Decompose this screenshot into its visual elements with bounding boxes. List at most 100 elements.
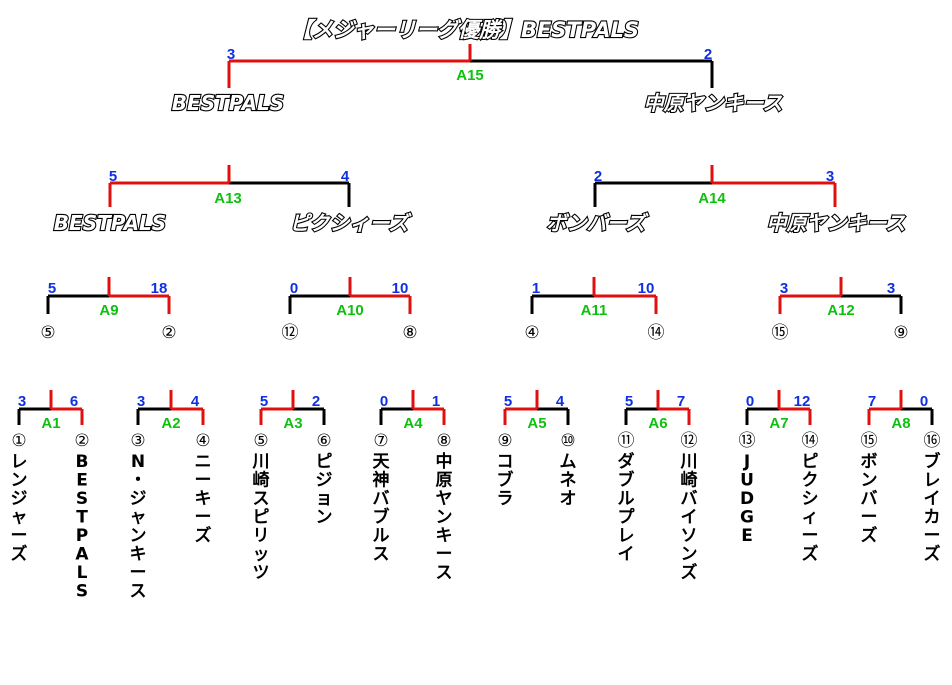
a2-left-team: N・ジャンキース <box>130 452 147 602</box>
match-a14: 2 3 A14 ボンバーズ 中原ヤンキース <box>545 165 907 236</box>
a13-match-label: A13 <box>214 190 242 207</box>
a12-left-score: 3 <box>780 280 788 297</box>
a4-left-seed: ⑦ <box>373 431 388 451</box>
a10-match-label: A10 <box>336 302 364 319</box>
a6-match-label: A6 <box>648 415 667 432</box>
a6-right-score: 7 <box>677 393 685 410</box>
a13-right-score: 4 <box>341 168 350 185</box>
a5-right-score: 4 <box>556 393 565 410</box>
champion-title: 【メジャーリーグ優勝】BESTPALS <box>291 18 639 42</box>
match-a13: 5 4 A13 BESTPALS ピクシィーズ <box>53 165 414 236</box>
a5-right-seed: ⑩ <box>560 431 575 451</box>
a9-left-seed: ⑤ <box>40 323 55 343</box>
a13-left-team: BESTPALS <box>54 211 166 235</box>
a6-right-team: 川崎バイソンズ <box>680 452 698 583</box>
a5-left-team: コブラ <box>497 452 514 509</box>
a7-right-seed: ⑭ <box>802 431 819 451</box>
a4-left-team: 天神バブルス <box>373 452 391 565</box>
a11-right-seed: ⑭ <box>648 323 665 343</box>
a11-left-score: 1 <box>532 280 540 297</box>
a2-match-label: A2 <box>161 415 180 432</box>
final-right-team: 中原ヤンキース <box>644 91 783 115</box>
a13-right-team: ピクシィーズ <box>290 211 413 235</box>
a8-match-label: A8 <box>891 415 910 432</box>
a3-left-seed: ⑤ <box>253 431 268 451</box>
a8-right-score: 0 <box>920 393 928 410</box>
a1-left-seed: ① <box>11 431 26 451</box>
a14-right-team: 中原ヤンキース <box>767 211 906 235</box>
a6-right-seed: ⑫ <box>681 431 698 451</box>
a10-right-score: 10 <box>392 280 409 297</box>
a11-right-score: 10 <box>638 280 655 297</box>
a5-right-team: ムネオ <box>560 452 577 509</box>
a11-left-seed: ④ <box>524 323 539 343</box>
a4-left-score: 0 <box>380 393 388 410</box>
a12-right-seed: ⑨ <box>893 323 908 343</box>
a10-left-score: 0 <box>290 280 298 297</box>
a1-left-team: レンジャーズ <box>11 452 28 565</box>
final-match-label: A15 <box>456 67 484 84</box>
a3-left-team: 川崎スピリッツ <box>252 452 270 583</box>
match-final: 3 2 A15 BESTPALS 中原ヤンキース <box>171 44 784 116</box>
a7-right-team: ピクシィーズ <box>802 452 819 565</box>
a4-match-label: A4 <box>403 415 423 432</box>
a2-right-team: ニーキーズ <box>195 452 212 546</box>
a6-left-team: ダブルプレイ <box>618 451 636 565</box>
a5-left-seed: ⑨ <box>497 431 512 451</box>
a1-left-score: 3 <box>18 393 26 410</box>
a4-right-seed: ⑧ <box>436 431 451 451</box>
a7-right-score: 12 <box>794 393 811 410</box>
a14-left-score: 2 <box>594 168 602 185</box>
a7-left-seed: ⑬ <box>739 431 756 451</box>
a3-match-label: A3 <box>283 415 302 432</box>
a10-left-seed: ⑫ <box>282 323 299 343</box>
final-left-score: 3 <box>227 46 235 63</box>
a5-left-score: 5 <box>504 393 512 410</box>
a14-left-team: ボンバーズ <box>547 211 650 235</box>
a1-right-score: 6 <box>70 393 78 410</box>
a5-match-label: A5 <box>527 415 546 432</box>
a12-right-score: 3 <box>887 280 895 297</box>
a2-left-seed: ③ <box>130 431 145 451</box>
a2-right-score: 4 <box>191 393 200 410</box>
a8-right-seed: ⑯ <box>924 431 941 451</box>
a12-left-seed: ⑮ <box>772 323 789 343</box>
a9-left-score: 5 <box>48 280 56 297</box>
a3-right-seed: ⑥ <box>316 431 331 451</box>
a1-match-label: A1 <box>41 415 60 432</box>
a11-match-label: A11 <box>581 302 608 319</box>
a14-right-score: 3 <box>826 168 834 185</box>
final-right-score: 2 <box>704 46 712 63</box>
a1-right-seed: ② <box>74 431 89 451</box>
a4-right-team: 中原ヤンキース <box>436 451 453 583</box>
a14-match-label: A14 <box>698 190 726 207</box>
a3-right-score: 2 <box>312 393 320 410</box>
a2-right-seed: ④ <box>195 431 210 451</box>
a8-left-team: ボンバーズ <box>861 452 878 546</box>
a6-left-seed: ⑪ <box>618 431 635 451</box>
a10-right-seed: ⑧ <box>402 323 417 343</box>
a7-match-label: A7 <box>769 415 788 432</box>
a3-left-score: 5 <box>260 393 268 410</box>
a6-left-score: 5 <box>625 393 633 410</box>
a7-left-score: 0 <box>746 393 754 410</box>
a9-right-seed: ② <box>161 323 176 343</box>
a8-left-seed: ⑮ <box>861 431 878 451</box>
a2-left-score: 3 <box>137 393 145 410</box>
a8-right-team: ブレイカーズ <box>924 451 941 565</box>
